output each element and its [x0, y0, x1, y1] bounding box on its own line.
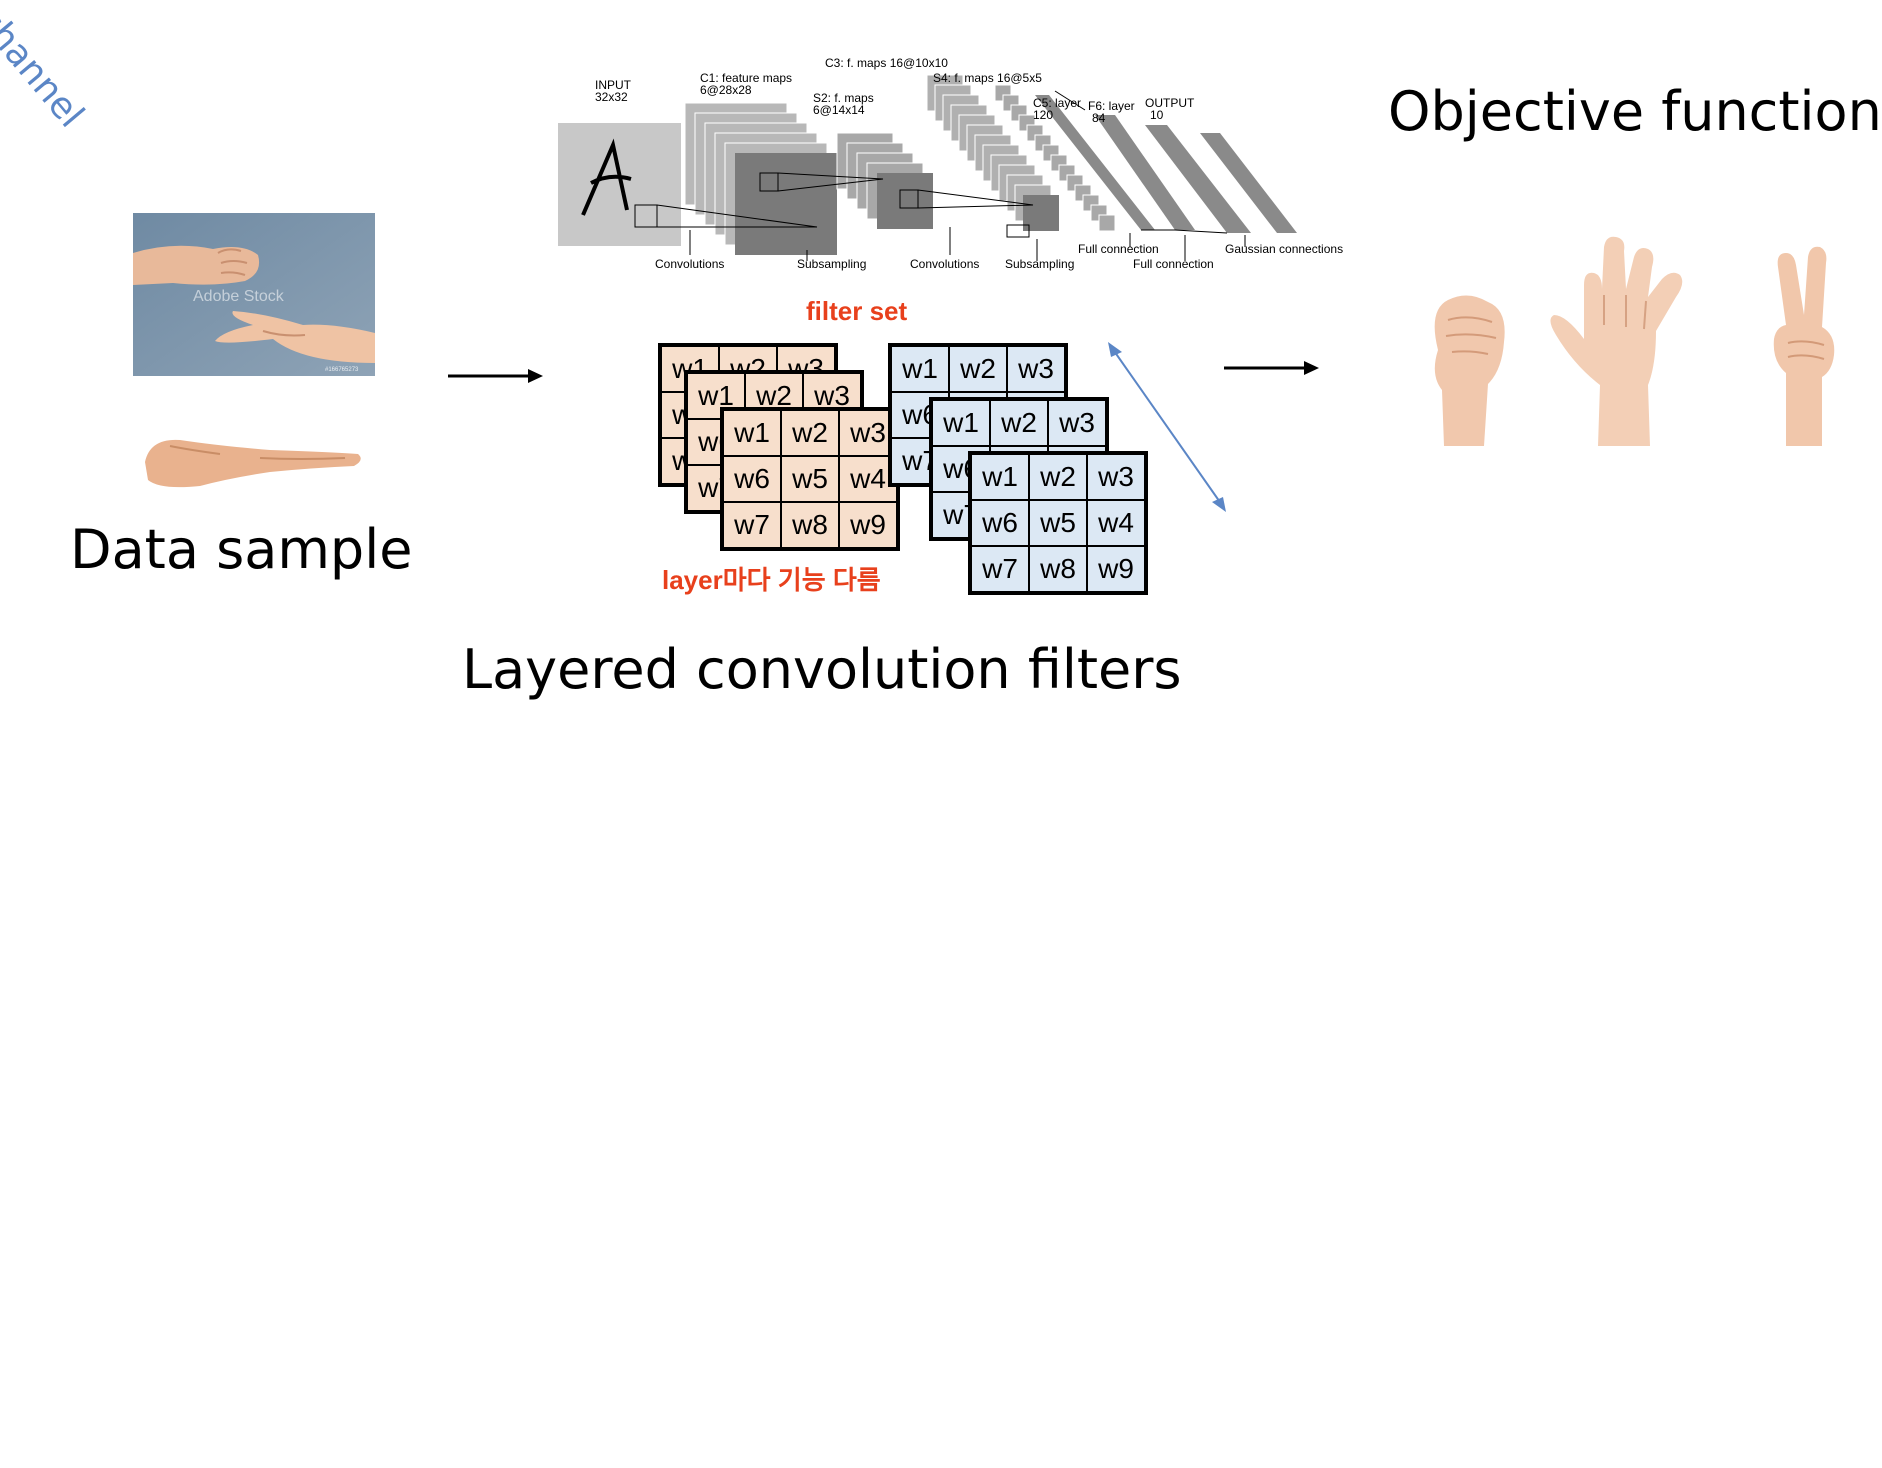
filter-weight-cell: w2 [990, 400, 1048, 446]
lenet-s2-size: 6@14x14 [813, 103, 865, 117]
filter-weight-cell: w7 [971, 546, 1029, 592]
rock-hand-image [1434, 295, 1505, 446]
lenet-s4-label: S4: f. maps 16@5x5 [933, 71, 1042, 85]
lenet-subsampling-1: Subsampling [797, 257, 866, 271]
filter-weight-cell: w4 [1087, 500, 1145, 546]
lenet-output-size: 10 [1150, 108, 1164, 122]
filter-weight-cell: w9 [839, 502, 897, 548]
lenet-c3-label: C3: f. maps 16@10x10 [825, 56, 948, 70]
arrow-right-icon [1224, 361, 1319, 375]
lenet-f6-label: F6: layer [1088, 99, 1135, 113]
lenet-full-connection-2: Full connection [1133, 257, 1214, 271]
lenet-c1-label: C1: feature maps [700, 71, 792, 85]
filter-weight-cell: w1 [932, 400, 990, 446]
filter-weight-cell: w3 [839, 410, 897, 456]
lenet-gaussian-connections: Gaussian connections [1225, 242, 1343, 256]
filter-weight-cell: w5 [781, 456, 839, 502]
arrow-right-icon [448, 369, 543, 383]
filter-weight-cell: w3 [1048, 400, 1106, 446]
lenet-convolutions-2: Convolutions [910, 257, 979, 271]
filter-weight-cell: w1 [723, 410, 781, 456]
lenet-s2-label: S2: f. maps [813, 91, 874, 105]
lenet-architecture-diagram: INPUT 32x32 C1: feature maps 6@28x28 S2:… [558, 56, 1343, 271]
filter-weight-cell: w8 [781, 502, 839, 548]
filter-weight-cell: w6 [971, 500, 1029, 546]
filter-weight-cell: w8 [1029, 546, 1087, 592]
stock-watermark: Adobe Stock [193, 288, 285, 305]
lenet-input-label: INPUT [595, 78, 632, 92]
channel-double-arrow-icon [1108, 342, 1226, 512]
filter-weight-cell: w2 [949, 346, 1007, 392]
lenet-subsampling-2: Subsampling [1005, 257, 1074, 271]
filter-weight-cell: w5 [1029, 500, 1087, 546]
stock-id: #166765273 [325, 367, 359, 373]
stock-photo-hands: Adobe Stock #166765273 [133, 213, 375, 376]
lenet-f6-size: 84 [1092, 111, 1106, 125]
lenet-convolutions-1: Convolutions [655, 257, 724, 271]
filter-weight-cell: w2 [1029, 454, 1087, 500]
layered-filters-label: Layered convolution filters [462, 638, 1182, 701]
data-sample-label: Data sample [70, 518, 413, 581]
lenet-full-connection-1: Full connection [1078, 242, 1159, 256]
filter-weight-cell: w2 [781, 410, 839, 456]
objective-function-label: Objective function [1388, 80, 1882, 143]
lenet-c5-size: 120 [1033, 108, 1053, 122]
scissors-hand-image [1773, 246, 1835, 446]
filter-weight-cell: w3 [1087, 454, 1145, 500]
filter-weight-cell: w7 [723, 502, 781, 548]
filter-weight-cell: w1 [971, 454, 1029, 500]
lenet-c1-size: 6@28x28 [700, 83, 752, 97]
filter-weight-cell: w1 [891, 346, 949, 392]
layer-note-label: layer마다 기능 다름 [662, 565, 881, 595]
filter-weight-cell: w6 [723, 456, 781, 502]
flat-hand-image [145, 439, 361, 488]
filter-weight-cell: w1 [687, 373, 745, 419]
filter-weight-cell: w9 [1087, 546, 1145, 592]
lenet-input-size: 32x32 [595, 90, 628, 104]
lenet-output-label: OUTPUT [1145, 96, 1195, 110]
lenet-c5-label: C5: layer [1033, 96, 1081, 110]
filter-set-label: filter set [806, 296, 908, 326]
paper-hand-image [1550, 236, 1683, 446]
filter-weight-cell: w3 [1007, 346, 1065, 392]
